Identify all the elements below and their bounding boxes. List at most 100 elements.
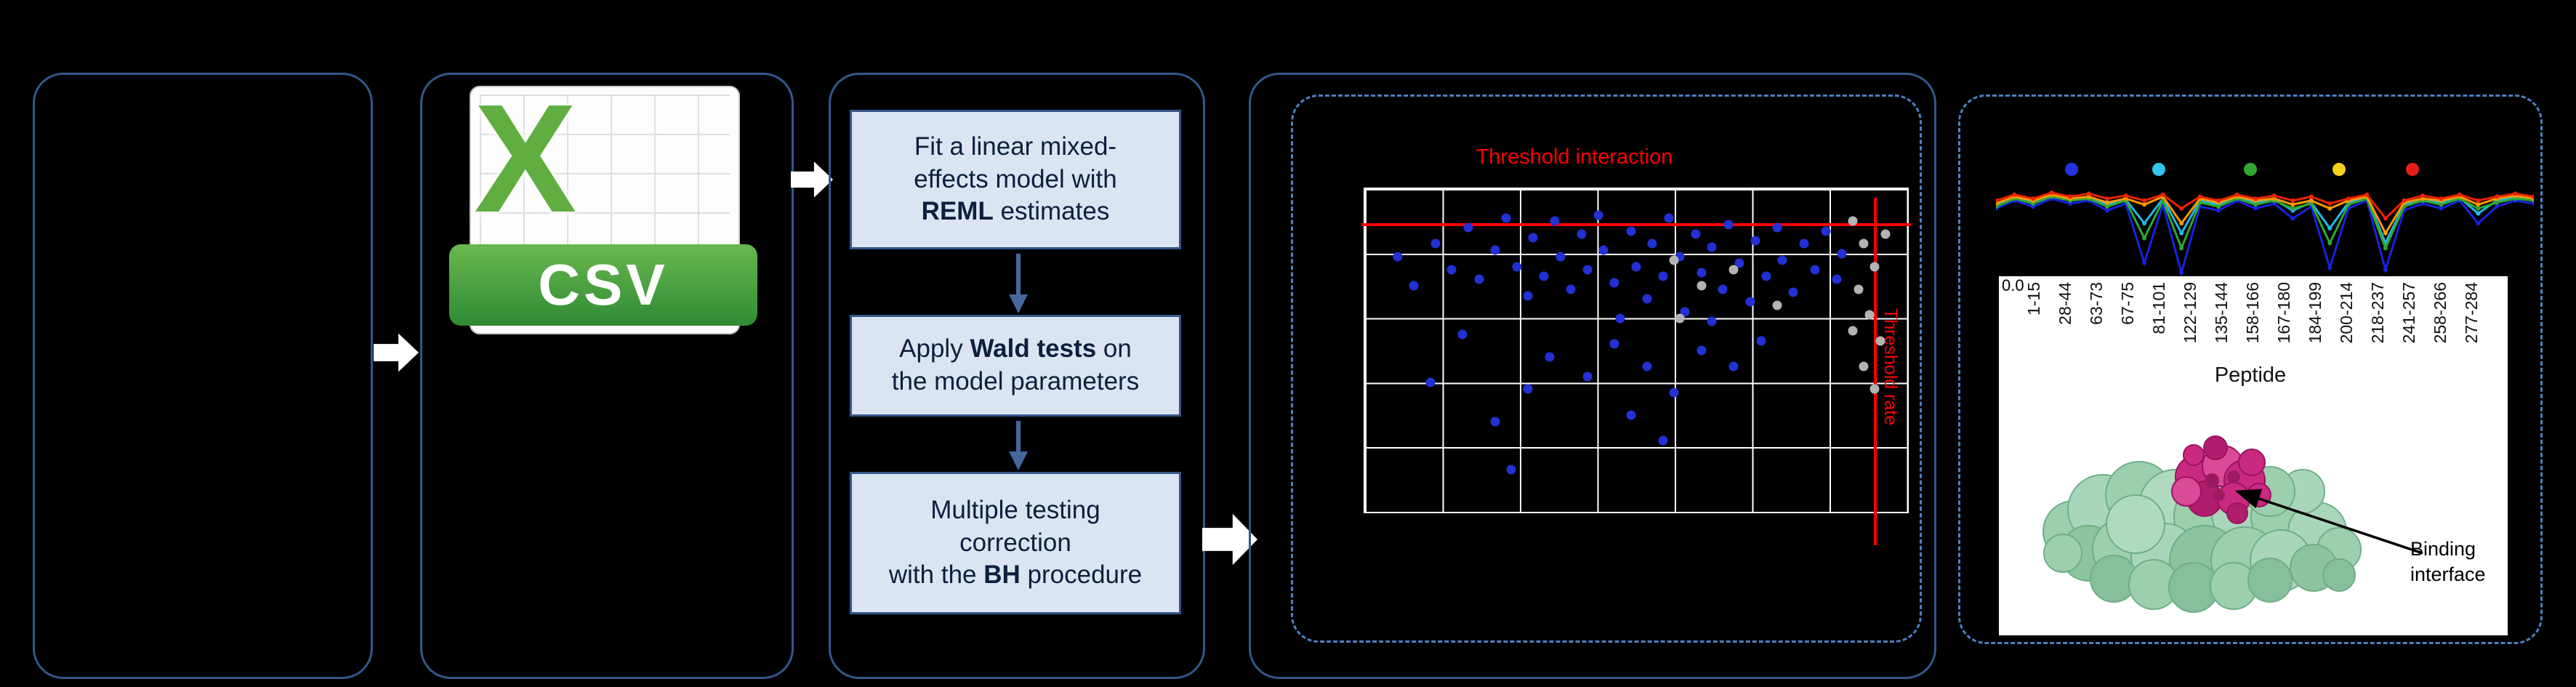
scatter-point-blue [1756, 336, 1766, 346]
series-marker-cyan [2179, 230, 2184, 236]
peptide-tick-label: 135-144 [2212, 282, 2231, 344]
series-marker-blue [2031, 204, 2035, 209]
scatter-point-blue [1555, 252, 1566, 262]
step-fit-line2: effects model with [914, 164, 1117, 193]
step-fit-line1: Fit a linear mixed- [914, 132, 1117, 161]
panel-peptide-figure [1958, 95, 2543, 644]
series-marker-red [2327, 201, 2333, 206]
series-marker-red [2049, 190, 2054, 195]
scatter-point-blue [1446, 265, 1457, 275]
series-marker-blue [2420, 201, 2425, 206]
peptide-tick-label: 241-257 [2399, 282, 2418, 344]
scatter-point-blue [1539, 271, 1549, 281]
legend-dot-4 [2406, 163, 2419, 176]
series-marker-green [2327, 241, 2333, 246]
protein-structure [2042, 435, 2362, 613]
csv-banner: CSV [449, 244, 757, 326]
peptide-legend-dots [1958, 163, 2538, 185]
series-marker-red [2031, 196, 2035, 201]
series-marker-red [2476, 198, 2481, 203]
series-marker-green [2439, 202, 2444, 207]
series-marker-orange [2105, 200, 2110, 205]
scatter-point-blue [1474, 274, 1484, 284]
series-marker-red [2068, 194, 2073, 199]
scatter-point-blue [1669, 387, 1679, 398]
series-marker-blue [2142, 260, 2147, 265]
scatter-point-blue [1598, 245, 1609, 255]
scatter-point-gray [1880, 229, 1891, 239]
series-marker-blue [2495, 204, 2499, 209]
peptide-tick-label: 200-214 [2337, 282, 2356, 344]
legend-dot-0 [2065, 163, 2078, 176]
series-line-red [1996, 191, 2534, 220]
scatter-point-blue [1837, 249, 1847, 259]
peptide-tick-label: 28-44 [2056, 282, 2074, 325]
series-marker-orange [2327, 206, 2333, 211]
series-marker-red [2309, 194, 2314, 199]
scatter-point-blue [1506, 465, 1516, 475]
binding-interface-label: Binding interface [2410, 537, 2486, 587]
down-arrow-2-head [1009, 451, 1028, 470]
scatter-right-axis-label: Threshold rate [1880, 308, 1901, 426]
series-marker-orange [2309, 198, 2314, 203]
panel-stats-steps: Fit a linear mixed- effects model with R… [829, 73, 1205, 679]
scatter-point-blue [1626, 410, 1636, 420]
series-marker-orange [2179, 221, 2184, 226]
series-line-green [1996, 195, 2534, 252]
series-marker-orange [2383, 230, 2388, 236]
legend-dot-2 [2244, 163, 2257, 176]
panel-scatter-results [1249, 73, 1936, 679]
scatter-point-gray [1728, 265, 1739, 275]
series-marker-red [2290, 198, 2295, 203]
scatter-point-blue [1582, 265, 1593, 275]
step-fit-model: Fit a linear mixed- effects model with R… [850, 110, 1181, 249]
series-marker-red [2234, 192, 2239, 197]
series-marker-blue [2216, 208, 2221, 213]
peptide-tick-label: 1-15 [2024, 282, 2043, 316]
series-marker-red [2253, 196, 2258, 201]
scatter-point-blue [1745, 297, 1755, 307]
series-marker-blue [2290, 216, 2295, 221]
scatter-point-gray [1853, 284, 1864, 294]
threshold-rate-line [1873, 198, 1877, 545]
series-marker-red [2495, 194, 2499, 199]
series-marker-blue [2476, 221, 2481, 226]
series-marker-red [2086, 191, 2091, 196]
series-marker-red [2402, 198, 2407, 203]
binding-interface-accents [2205, 470, 2240, 501]
series-marker-green [2476, 206, 2481, 211]
series-marker-blue [2327, 265, 2333, 270]
series-marker-red [2513, 191, 2518, 196]
step-bh-correction: Multiple testing correction with the BH … [850, 472, 1181, 614]
scatter-point-blue [1512, 262, 1522, 272]
peptide-tick-label: 218-237 [2368, 282, 2387, 344]
series-marker-green [2495, 200, 2499, 205]
scatter-point-blue [1523, 291, 1533, 301]
scatter-point-gray [1669, 255, 1679, 265]
series-marker-red [2123, 193, 2128, 198]
scatter-point-gray [1696, 281, 1707, 291]
series-marker-blue [2383, 268, 2388, 273]
step-wald-line2: the model parameters [891, 367, 1140, 395]
scatter-point-blue [1799, 238, 1809, 249]
series-marker-green [2513, 196, 2518, 201]
series-marker-red [2105, 196, 2110, 201]
scatter-point-blue [1409, 281, 1419, 291]
series-marker-red [1996, 198, 1998, 203]
series-marker-orange [2271, 196, 2277, 201]
binding-interface-label-line1: Binding [2410, 538, 2476, 560]
scatter-point-blue [1718, 284, 1728, 294]
peptide-tick-label: 122-129 [2181, 282, 2199, 344]
scatter-point-blue [1647, 238, 1657, 249]
series-marker-green [2309, 201, 2314, 206]
peptide-tick-label: 158-166 [2243, 282, 2262, 344]
series-marker-red [2439, 196, 2444, 201]
binding-interface-arrow-line [2234, 489, 2423, 555]
series-marker-red [2364, 192, 2370, 197]
binding-interface-arrow-icon [2234, 489, 2423, 555]
scatter-point-gray [1848, 326, 1858, 336]
legend-dot-1 [2152, 163, 2165, 176]
scatter-point-blue [1430, 238, 1441, 249]
series-marker-green [2179, 246, 2184, 251]
series-line-orange [1996, 193, 2534, 236]
